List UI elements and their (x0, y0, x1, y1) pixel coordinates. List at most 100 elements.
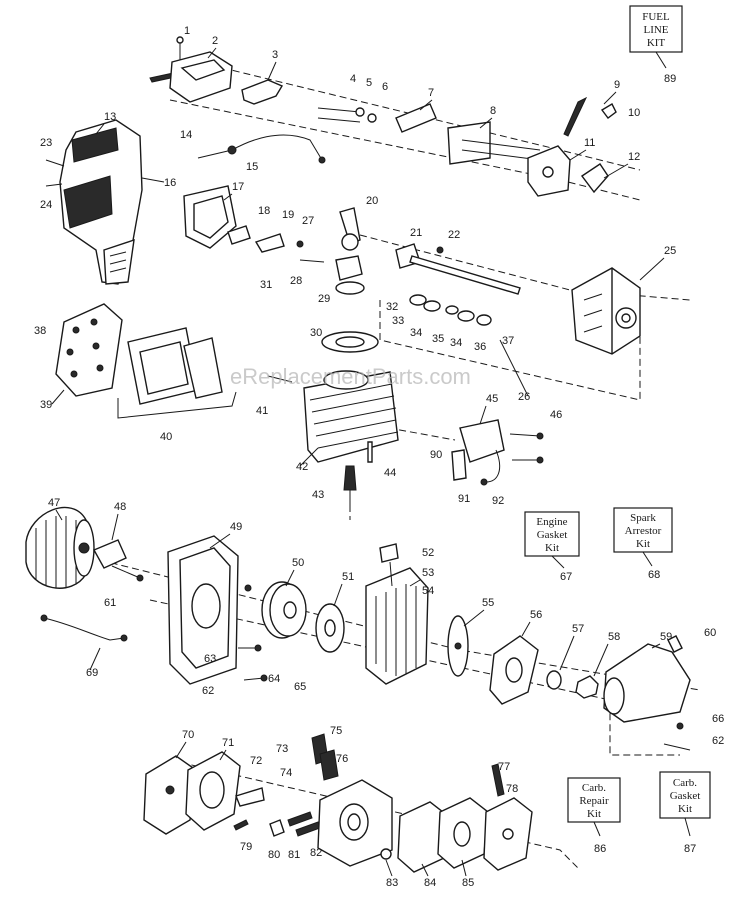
reed-parts (227, 225, 304, 253)
spark-arrestor-kit-box[interactable]: Spark Arrestor Kit 68 (613, 507, 673, 581)
callout-11: 11 (584, 137, 595, 149)
carb-repair-kit-number: 86 (594, 843, 606, 855)
drive-disc (447, 615, 469, 677)
crankshaft (395, 243, 521, 326)
callout-60: 60 (704, 627, 716, 639)
callout-leaders (51, 47, 665, 877)
recoil-pulley (244, 581, 307, 639)
callout-39: 39 (40, 399, 52, 411)
callout-57: 57 (572, 623, 584, 635)
fuel-line-kit-line1: FUEL (642, 11, 670, 23)
callout-20: 20 (366, 195, 378, 207)
callout-38: 38 (34, 325, 46, 337)
flywheel (25, 506, 95, 589)
cylinder (267, 331, 399, 506)
callout-61: 61 (104, 597, 116, 609)
starter-pawl (93, 539, 144, 582)
recoil-housing (167, 535, 268, 685)
callout-2: 2 (212, 35, 218, 47)
spark-arrestor-kit-line3: Kit (636, 538, 650, 550)
callout-3: 3 (272, 49, 278, 61)
callout-41: 41 (256, 405, 268, 417)
callout-7: 7 (428, 87, 434, 99)
engine-shroud (45, 119, 143, 285)
callout-62b: 62 (712, 735, 724, 747)
callout-4: 4 (350, 73, 356, 85)
callout-42: 42 (296, 461, 308, 473)
engine-gasket-kit-number: 67 (560, 571, 572, 583)
callout-54: 54 (422, 585, 434, 597)
fuel-line-kit-box[interactable]: FUEL LINE KIT 89 (629, 5, 683, 85)
callout-19: 19 (282, 209, 294, 221)
callout-45: 45 (486, 393, 498, 405)
callout-76: 76 (336, 753, 348, 765)
fuel-line-kit-line2: LINE (643, 24, 668, 36)
callout-59: 59 (660, 631, 672, 643)
engine-gasket-kit-box[interactable]: Engine Gasket Kit 67 (524, 511, 580, 583)
fan-housing (365, 543, 429, 685)
spark-arrestor-kit-number: 68 (648, 569, 660, 581)
carb-end-cover (483, 763, 533, 871)
callout-43: 43 (312, 489, 324, 501)
carb-small-parts (233, 787, 321, 837)
callout-16: 16 (164, 177, 176, 189)
kill-switch-wire (40, 614, 128, 642)
carburetor-adapter (527, 96, 617, 197)
callout-56: 56 (530, 609, 542, 621)
callout-44: 44 (384, 467, 396, 479)
callout-84: 84 (424, 877, 436, 889)
callout-80: 80 (268, 849, 280, 861)
gearbox-housing (603, 635, 691, 751)
drive-plate (489, 635, 539, 705)
callout-9: 9 (614, 79, 620, 91)
air-filter (117, 327, 237, 419)
callout-27: 27 (302, 215, 314, 227)
carburetor-body (311, 733, 393, 867)
crankcase (571, 267, 641, 355)
callout-74: 74 (280, 767, 292, 779)
carb-gasket-kit-number: 87 (684, 843, 696, 855)
callout-8: 8 (490, 105, 496, 117)
callout-6: 6 (382, 81, 388, 93)
engine-gasket-kit-line1: Engine (536, 516, 567, 528)
ignition-wire (197, 134, 326, 164)
callout-90: 90 (430, 449, 442, 461)
callout-50: 50 (292, 557, 304, 569)
callout-66: 66 (712, 713, 724, 725)
carb-repair-kit-line2: Repair (579, 795, 609, 807)
engine-gasket-kit-line3: Kit (545, 542, 559, 554)
callout-24: 24 (40, 199, 52, 211)
ignition-coil (451, 419, 544, 486)
callout-5: 5 (366, 77, 372, 89)
callout-labels: 1 2 3 4 5 6 7 8 9 10 11 12 13 14 15 16 1… (34, 25, 724, 889)
carb-repair-kit-box[interactable]: Carb. Repair Kit 86 (567, 777, 621, 855)
carb-repair-kit-line1: Carb. (582, 782, 606, 794)
connecting-rod (299, 207, 365, 295)
callout-25: 25 (664, 245, 676, 257)
callout-85: 85 (462, 877, 474, 889)
callout-49: 49 (230, 521, 242, 533)
callout-32: 32 (386, 301, 398, 313)
air-filter-cover (55, 303, 123, 397)
carb-gasket-kit-box[interactable]: Carb. Gasket Kit 87 (659, 771, 711, 855)
callout-82: 82 (310, 847, 322, 859)
callout-14: 14 (180, 129, 192, 141)
callout-28: 28 (290, 275, 302, 287)
callout-26: 26 (518, 391, 530, 403)
fuel-line-kit-line3: KIT (647, 37, 666, 49)
callout-62a: 62 (202, 685, 214, 697)
callout-72: 72 (250, 755, 262, 767)
watermark-text: eReplacementParts.com (230, 364, 471, 389)
callout-48: 48 (114, 501, 126, 513)
callout-51: 51 (342, 571, 354, 583)
callout-79: 79 (240, 841, 252, 853)
callout-12: 12 (628, 151, 640, 163)
callout-34a: 34 (410, 327, 422, 339)
callout-69: 69 (86, 667, 98, 679)
clutch-plate (315, 603, 345, 653)
callout-70: 70 (182, 729, 194, 741)
callout-15: 15 (246, 161, 258, 173)
callout-58: 58 (608, 631, 620, 643)
assembly-axes (99, 59, 701, 871)
